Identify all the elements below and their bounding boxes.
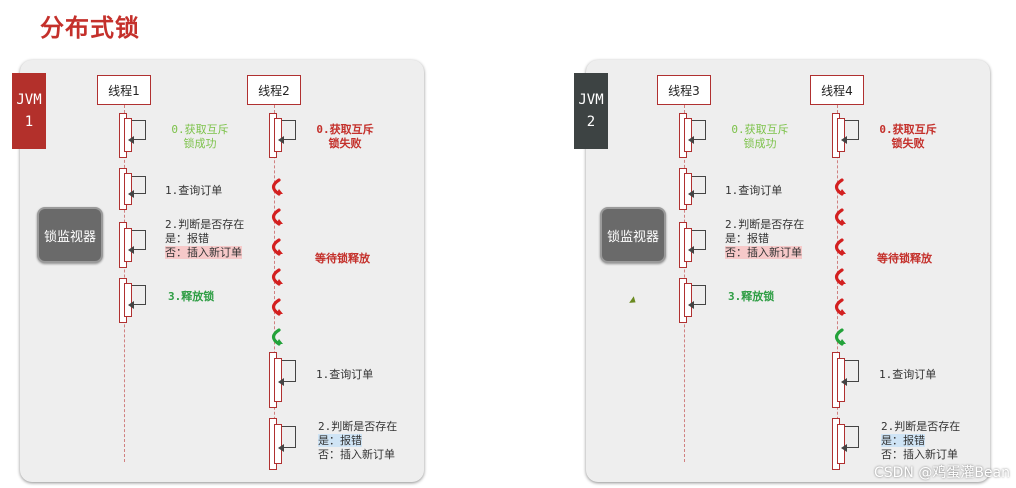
t1-step2-label: 2.判断是否存在 是：报错 否：插入新订单 (165, 218, 245, 259)
wait-label-2: 等待锁释放 (877, 252, 932, 265)
lifeline-thread-4 (837, 105, 838, 465)
wait-label-1: 等待锁释放 (315, 252, 370, 265)
arrowhead (688, 136, 694, 144)
t1-step0-label: 0.获取互斥锁成功 (171, 123, 229, 150)
arrowhead (128, 246, 134, 254)
arrowhead (841, 444, 847, 452)
page-title: 分布式锁 (40, 14, 140, 42)
t3-step0-label: 0.获取互斥锁成功 (731, 123, 789, 150)
arrowhead (128, 190, 134, 198)
self-call-arrow (282, 120, 296, 140)
self-call-arrow (282, 426, 296, 448)
jvm2-panel (586, 60, 990, 482)
jvm1-badge: JVM 1 (12, 73, 46, 149)
t4-step1-label: 1.查询订单 (879, 368, 937, 381)
activation-t1-check-inner (124, 228, 132, 262)
t3-step1-label: 1.查询订单 (725, 184, 783, 197)
arrowhead (128, 301, 134, 309)
activation-t1-lock-inner (124, 118, 132, 152)
thread-1: 线程1 (97, 75, 151, 105)
activation-t3-query-inner (684, 173, 692, 205)
lifeline-thread-2 (274, 105, 275, 465)
self-call-arrow (692, 285, 706, 305)
watermark: CSDN @鸡蛋灌Bean (873, 465, 1010, 481)
self-call-arrow (282, 360, 296, 382)
thread-3: 线程3 (657, 75, 711, 105)
lock-monitor-2: 锁监视器 (600, 207, 666, 263)
activation-t3-release-inner (684, 283, 692, 317)
jvm1-panel (20, 60, 424, 482)
wait-retry-arrows-1 (271, 178, 283, 346)
t2-step0-label: 0.获取互斥锁失败 (316, 123, 374, 150)
activation-t3-lock-inner (684, 118, 692, 152)
arrowhead (688, 246, 694, 254)
arrowhead (128, 136, 134, 144)
wait-retry-arrows-2 (834, 178, 846, 346)
jvm2-number: 2 (586, 114, 596, 130)
arrowhead (278, 378, 284, 386)
t1-step3-label: 3.释放锁 (168, 290, 215, 303)
arrowhead (688, 190, 694, 198)
activation-t2-lock-inner (274, 118, 282, 152)
self-call-arrow (132, 120, 146, 140)
self-call-arrow (132, 230, 146, 250)
thread-4: 线程4 (810, 75, 864, 105)
self-call-arrow (692, 176, 706, 194)
arrowhead (688, 301, 694, 309)
t2-step2-label: 2.判断是否存在 是：报错 否：插入新订单 (318, 420, 398, 461)
jvm2-label: JVM (578, 92, 604, 108)
jvm2-badge: JVM 2 (574, 73, 608, 149)
t4-step0-label: 0.获取互斥锁失败 (879, 123, 937, 150)
self-call-arrow (132, 176, 146, 194)
t1-step1-label: 1.查询订单 (165, 184, 223, 197)
arrowhead (841, 378, 847, 386)
self-call-arrow (692, 120, 706, 140)
self-call-arrow (692, 230, 706, 250)
self-call-arrow (845, 360, 859, 382)
activation-t4-lock-inner (837, 118, 845, 152)
t3-step2-label: 2.判断是否存在 是：报错 否：插入新订单 (725, 218, 805, 259)
jvm1-label: JVM (16, 92, 42, 108)
activation-t1-release-inner (124, 283, 132, 317)
t2-step1-label: 1.查询订单 (316, 368, 374, 381)
t4-step2-label: 2.判断是否存在 是：报错 否：插入新订单 (881, 420, 961, 461)
arrowhead (278, 444, 284, 452)
t3-step3-label: 3.释放锁 (728, 290, 775, 303)
activation-t1-query-inner (124, 173, 132, 205)
self-call-arrow (845, 120, 859, 140)
arrowhead (278, 136, 284, 144)
lock-monitor-1: 锁监视器 (37, 207, 103, 263)
self-call-arrow (845, 426, 859, 448)
jvm1-number: 1 (24, 114, 34, 130)
activation-t3-check-inner (684, 228, 692, 262)
thread-2: 线程2 (247, 75, 301, 105)
self-call-arrow (132, 285, 146, 305)
arrowhead (841, 136, 847, 144)
